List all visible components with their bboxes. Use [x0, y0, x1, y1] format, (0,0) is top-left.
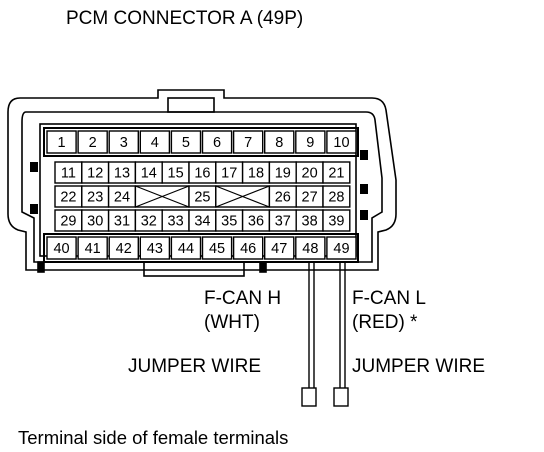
caption: Terminal side of female terminals: [18, 427, 288, 448]
terminal-cell: [201, 236, 233, 260]
terminal-number: 17: [221, 166, 237, 182]
terminal-number: 42: [116, 241, 132, 257]
row-frame: [43, 233, 359, 263]
fcan-l-label: F-CAN L: [352, 288, 426, 309]
terminal-number: 31: [114, 214, 130, 230]
terminal-number: 19: [275, 166, 291, 182]
terminal-number: 13: [114, 166, 130, 182]
terminal-cell: [46, 130, 77, 154]
terminal-number: 45: [209, 241, 225, 257]
terminal-cell: [326, 130, 357, 154]
terminal-number: 32: [141, 214, 157, 230]
terminal-number: 12: [87, 166, 103, 182]
terminal-number: 8: [275, 135, 283, 151]
terminal-number: 27: [302, 190, 318, 206]
terminal-number: 24: [114, 190, 130, 206]
terminal-number: 26: [275, 190, 291, 206]
terminal-number: 23: [87, 190, 103, 206]
terminal-number: 6: [213, 135, 221, 151]
terminal-number: 28: [328, 190, 344, 206]
terminal-number: 40: [53, 241, 69, 257]
terminal-number: 7: [244, 135, 252, 151]
terminal-number: 46: [240, 241, 256, 257]
terminal-number: 21: [328, 166, 344, 182]
terminal-cell: [264, 130, 295, 154]
fcan-l-color-label: (RED) *: [352, 312, 418, 333]
terminal-number: 35: [221, 214, 237, 230]
terminal-cell: [322, 185, 351, 208]
terminal-number: 18: [248, 166, 264, 182]
terminal-cell: [322, 161, 351, 184]
terminal-cell: [264, 236, 295, 260]
terminal-number: 16: [194, 166, 210, 182]
terminal-number: 25: [194, 190, 210, 206]
empty-cavity-cross: [135, 185, 190, 208]
terminal-cell: [139, 236, 171, 260]
terminal-number: 5: [182, 135, 190, 151]
terminal-cell: [326, 236, 357, 260]
row-frame: [43, 127, 359, 157]
terminal-cell: [108, 236, 139, 260]
terminal-cell: [232, 130, 264, 154]
terminal-number: 4: [151, 135, 159, 151]
terminal-cell: [232, 236, 264, 260]
terminal-cell: [170, 236, 202, 260]
jumper-wires: [301, 262, 349, 407]
terminal-number: 41: [85, 241, 101, 257]
terminal-number: 33: [168, 214, 184, 230]
connector-keys: [30, 150, 368, 220]
terminal-number: 43: [147, 241, 163, 257]
terminal-number: 49: [333, 241, 349, 257]
terminal-number: 29: [60, 214, 76, 230]
terminal-number: 47: [271, 241, 287, 257]
terminal-number: 22: [60, 190, 76, 206]
terminal-number: 38: [302, 214, 318, 230]
terminal-number: 14: [141, 166, 157, 182]
fcan-h-label: F-CAN H: [204, 288, 281, 309]
terminal-cell: [108, 130, 139, 154]
jumper-wire-label-left: JUMPER WIRE: [128, 356, 261, 377]
terminal-cell: [295, 130, 326, 154]
jumper-wire-label-right: JUMPER WIRE: [352, 356, 485, 377]
terminal-cell: [77, 130, 108, 154]
terminal-number: 44: [178, 241, 194, 257]
terminal-number: 2: [89, 135, 97, 151]
terminal-cell: [295, 236, 326, 260]
terminal-number: 15: [168, 166, 184, 182]
terminal-number: 10: [333, 135, 349, 151]
terminal-number: 34: [194, 214, 210, 230]
terminal-cell: [46, 236, 77, 260]
terminal-cell: [139, 130, 171, 154]
terminal-number: 9: [306, 135, 314, 151]
empty-cavity-cross: [215, 185, 270, 208]
terminal-cell: [322, 209, 351, 232]
terminal-number: 36: [248, 214, 264, 230]
terminal-cell: [170, 130, 202, 154]
terminal-number: 3: [120, 135, 128, 151]
terminal-cell: [201, 130, 233, 154]
diagram-title: PCM CONNECTOR A (49P): [66, 8, 303, 29]
terminal-number: 39: [328, 214, 344, 230]
terminal-number: 30: [87, 214, 103, 230]
terminal-number: 1: [58, 135, 66, 151]
terminal-number: 20: [302, 166, 318, 182]
terminal-number: 11: [61, 166, 76, 182]
terminal-number: 48: [302, 241, 318, 257]
terminal-number: 37: [275, 214, 291, 230]
fcan-h-color-label: (WHT): [204, 312, 260, 333]
terminal-cell: [77, 236, 108, 260]
